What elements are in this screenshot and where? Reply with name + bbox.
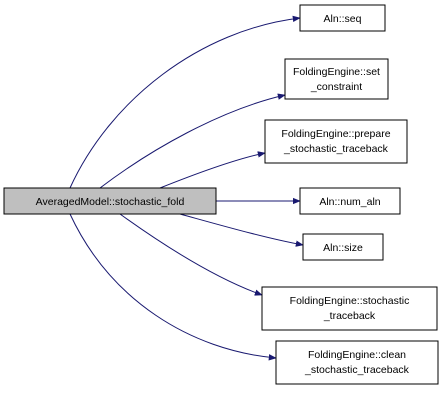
node-fe-prepare-line1: FoldingEngine::prepare <box>281 128 390 140</box>
node-aln-num-aln-label: Aln::num_aln <box>319 196 380 208</box>
node-fe-clean-line1: FoldingEngine::clean <box>308 349 406 361</box>
source-node[interactable]: AveragedModel::stochastic_fold <box>3 187 217 215</box>
edge-to-fe-prepare-stochastic-traceback <box>159 151 266 189</box>
edge-to-aln-size <box>179 213 304 247</box>
source-node-label: AveragedModel::stochastic_fold <box>36 196 185 208</box>
node-aln-num-aln[interactable]: Aln::num_aln <box>299 187 401 215</box>
node-fe-prepare-line2: _stochastic_traceback <box>283 143 389 155</box>
edge-to-fe-set-constraint <box>99 93 286 189</box>
node-aln-seq[interactable]: Aln::seq <box>299 4 386 32</box>
edge-to-fe-clean-stochastic-traceback <box>69 213 277 361</box>
node-aln-seq-label: Aln::seq <box>324 13 362 25</box>
node-aln-size-label: Aln::size <box>323 242 363 254</box>
node-fe-stochastic-line2: _traceback <box>323 310 376 322</box>
node-fe-set-constraint-line1: FoldingEngine::set <box>293 66 380 78</box>
node-fe-clean-stochastic-traceback[interactable]: FoldingEngine::clean _stochastic_traceba… <box>275 340 439 385</box>
call-edges <box>69 15 304 361</box>
node-fe-prepare-stochastic-traceback[interactable]: FoldingEngine::prepare _stochastic_trace… <box>264 119 408 164</box>
edge-to-aln-seq <box>69 15 301 189</box>
edge-to-fe-stochastic-traceback <box>119 213 263 296</box>
node-aln-size[interactable]: Aln::size <box>302 233 384 261</box>
node-fe-clean-line2: _stochastic_traceback <box>304 364 410 376</box>
node-fe-set-constraint-line2: _constraint <box>310 81 362 93</box>
node-fe-stochastic-traceback[interactable]: FoldingEngine::stochastic _traceback <box>261 286 438 331</box>
node-fe-stochastic-line1: FoldingEngine::stochastic <box>290 295 410 307</box>
node-fe-set-constraint[interactable]: FoldingEngine::set _constraint <box>284 58 389 100</box>
